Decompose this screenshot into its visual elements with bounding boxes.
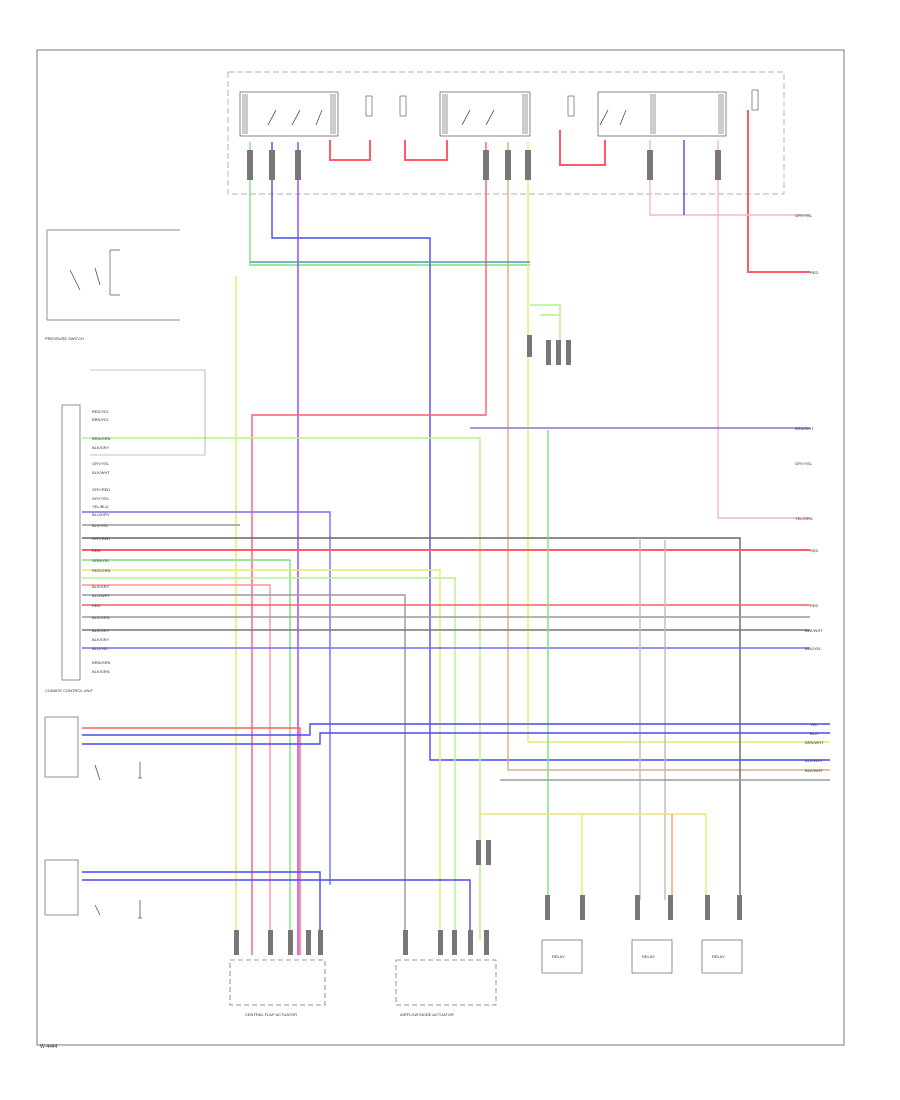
right-label: GRY/YEL	[795, 461, 813, 466]
right-label: BRN/WHT	[795, 426, 814, 431]
relay-group-3	[597, 91, 727, 137]
wire-gray-v-right	[639, 538, 666, 900]
right-label: RED	[810, 548, 819, 553]
pin-label: BLK/YEL	[92, 523, 109, 528]
figure-code: W-4444	[40, 1044, 58, 1050]
pin-label: BLK/GRY	[92, 637, 110, 642]
pin-label: YEL/BLU	[92, 504, 109, 509]
right-label: BLK/WHT	[805, 768, 823, 773]
right-label: RED	[810, 603, 819, 608]
right-label: BLK/WHT	[805, 628, 823, 633]
pin-label: BLK/GRY	[92, 628, 110, 633]
wire-yellow-bus	[480, 813, 707, 915]
right-label: BRN/WHT	[805, 740, 824, 745]
wire-green-1	[249, 142, 530, 266]
wire-lgreen-h	[82, 437, 481, 940]
wire-blue-lower3	[82, 871, 321, 955]
wire-blue-h1	[82, 511, 331, 885]
pin-label: GRY/RED	[92, 487, 110, 492]
wire-black-h1	[82, 537, 741, 915]
wire-gray-h2	[82, 594, 406, 955]
wire-red-lower	[82, 727, 301, 955]
diagram-frame	[36, 49, 845, 1046]
relay-group-1	[239, 91, 339, 137]
pin-label: BLU/YEL	[92, 646, 109, 651]
right-label: YEL	[810, 722, 818, 727]
climate-control-unit	[61, 369, 206, 681]
pin-label: RED	[92, 603, 101, 608]
pin-label: GRY/YEL	[92, 496, 110, 501]
pin-label: RED/GRN	[92, 568, 111, 573]
pin-label: BRN/GRN	[92, 436, 111, 441]
right-wire-label-group: GRY/YEL RED BRN/WHT GRY/YEL YEL/GRN RED …	[795, 213, 824, 773]
wire-yellow-1	[527, 142, 830, 743]
right-label: GRY/YEL	[795, 213, 813, 218]
pin-label: BLK/GRY	[92, 584, 110, 589]
lower-left-modules	[44, 716, 142, 919]
wire-blue-1	[271, 142, 830, 761]
pin-label: BRN/GRN	[92, 660, 111, 665]
pin-label: BLK/WHT	[92, 470, 110, 475]
wire-set	[82, 140, 830, 955]
wire-pink-2	[717, 140, 810, 519]
relay-group-2	[439, 91, 531, 137]
wire-yellow-h2	[82, 569, 441, 955]
wire-green-h2	[82, 559, 291, 955]
pin-label: BLK/GRN	[92, 669, 110, 674]
right-label: BLU	[810, 731, 818, 736]
pin-label: BLK/GRY	[92, 445, 110, 450]
pin-label: GRN/YEL	[92, 558, 110, 563]
wire-pink-h	[82, 584, 271, 955]
right-label: BLK/WHT	[805, 758, 823, 763]
component-label-group: CLIMATE CONTROL UNIT PRESSURE SWITCH CEN…	[45, 336, 725, 1017]
right-label: BLU/YEL	[805, 646, 822, 651]
pin-label: RED/YEL	[92, 409, 110, 414]
wire-red-1	[251, 142, 487, 955]
pin-label: GRY/RED	[92, 536, 110, 541]
wire-pink-1	[649, 140, 810, 216]
pin-label: BLU/WHT	[92, 593, 111, 598]
flap-actuator-label: CENTRAL FLAP ACTUATOR	[245, 1012, 297, 1017]
top-red-jumpers	[329, 110, 810, 273]
left-pin-label-group: RED/YEL BRN/YEL BRN/GRN BLK/GRY GRY/YEL …	[92, 409, 111, 674]
right-label: RED	[810, 270, 819, 275]
pin-label: BLK/GRN	[92, 615, 110, 620]
wire-lightgreen-branch	[530, 304, 561, 345]
fuse-relay-panel	[227, 71, 785, 195]
pressure-switch-label: PRESSURE SWITCH	[45, 336, 84, 341]
relay-box-2-label: RELAY	[642, 954, 655, 959]
pin-label: BRN/YEL	[92, 417, 110, 422]
connector-pins	[234, 150, 742, 955]
wire-lgreen-h3	[82, 577, 456, 955]
mode-actuator-label: AIRFLOW MODE ACTUATOR	[400, 1012, 454, 1017]
wire-tan-1	[507, 142, 830, 771]
wire-blue-lower1	[82, 723, 830, 736]
right-label: YEL/GRN	[795, 516, 813, 521]
relay-box-1-label: RELAY	[552, 954, 565, 959]
pin-label: RED	[92, 548, 101, 553]
control-unit-label: CLIMATE CONTROL UNIT	[45, 688, 94, 693]
pin-label: GRY/YEL	[92, 461, 110, 466]
pin-label: BLU/GRY	[92, 512, 110, 517]
pressure-switch-box	[46, 229, 180, 321]
wire-blue-lower2	[82, 732, 830, 745]
relay-box-3-label: RELAY	[712, 954, 725, 959]
actuator-boxes	[229, 939, 743, 1006]
fuse-symbols	[365, 89, 759, 117]
